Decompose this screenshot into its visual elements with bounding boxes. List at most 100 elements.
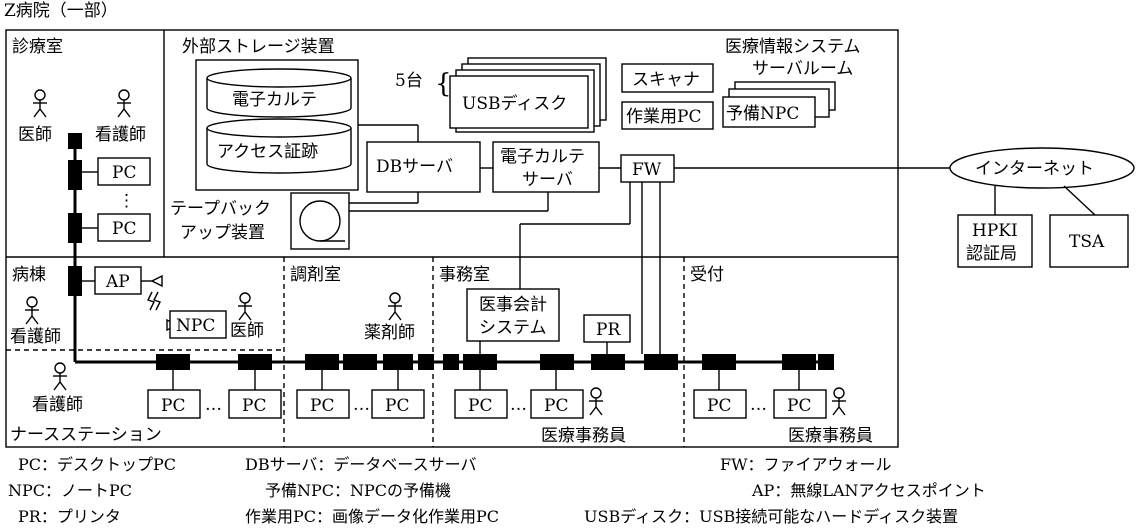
yobi-npc-box: [722, 96, 816, 128]
storage-karte: 電子カルテ: [232, 90, 317, 110]
switch-hub: [591, 354, 625, 370]
pc-box: [530, 389, 584, 419]
switch-hub: [68, 213, 82, 243]
npc-label: NPC: [176, 316, 215, 336]
usb-box: [449, 75, 589, 129]
yobi-npc-label: 予備NPC: [726, 104, 799, 124]
switch-hub: [463, 354, 497, 370]
switch-hub: [68, 266, 82, 296]
room-chozai: 調剤室: [290, 265, 341, 285]
person-icon: [25, 296, 39, 325]
label-ishi-byoto: 医師: [230, 321, 264, 341]
npc-box: [169, 310, 227, 339]
hospital-frame: [5, 29, 899, 448]
pc-box: [296, 389, 350, 419]
ekarte-label-1: 電子カルテ: [500, 147, 585, 167]
person-icon: [53, 362, 67, 391]
switch-hub: [540, 354, 574, 370]
legend: PC：デスクトップPC DBサーバ：データベースサーバ FW：ファイアウォール …: [8, 455, 986, 526]
legend-item: DBサーバ：データベースサーバ: [245, 455, 476, 474]
tsa-label: TSA: [1069, 232, 1105, 252]
label-kangoshi-byoto: 看護師: [10, 327, 61, 347]
person-icon: [589, 387, 603, 416]
room-shinryo: 診療室: [12, 37, 63, 57]
ekarte-server-box: [492, 141, 600, 193]
dots: …: [750, 395, 767, 415]
switch-hub: [418, 354, 434, 370]
pc-label: PC: [544, 396, 568, 416]
dots: …: [205, 395, 222, 415]
switch-hub: [343, 354, 377, 370]
legend-item: 予備NPC：NPCの予備機: [265, 481, 451, 500]
legend-item: AP：無線LANアクセスポイント: [751, 481, 986, 500]
switch-hub: [383, 354, 413, 370]
label-kangoshi: 看護師: [95, 125, 146, 145]
label-yakuzaishi: 薬剤師: [364, 323, 415, 343]
db-server-label: DBサーバ: [376, 157, 453, 177]
tape-label-2: アップ装置: [180, 223, 265, 243]
room-uketsuke: 受付: [690, 265, 724, 285]
switch-hub: [702, 354, 736, 370]
dots: …: [353, 395, 370, 415]
printer-box: [583, 314, 631, 343]
usb-brace: {: [435, 69, 452, 99]
dots: …: [510, 395, 527, 415]
label-jimuin-uketsuke: 医療事務員: [788, 426, 873, 446]
scanner-box: [621, 63, 714, 93]
pc-box: [693, 389, 747, 419]
antenna-icon: [150, 274, 163, 288]
hpki-label-2: 認証局: [966, 244, 1017, 264]
pc-label: PC: [385, 396, 409, 416]
legend-item: 作業用PC：画像データ化作業用PC: [245, 507, 499, 526]
switch-hub: [644, 354, 678, 370]
switch-hub: [156, 354, 190, 370]
ap-label: AP: [105, 272, 130, 292]
person-icon: [33, 89, 47, 118]
pc-label: PC: [707, 396, 731, 416]
legend-item: PC：デスクトップPC: [18, 455, 176, 474]
switch-hub: [68, 133, 82, 149]
pc-label: PC: [787, 396, 811, 416]
pc-label: PC: [112, 163, 136, 183]
iji-kaikei-box: [466, 288, 560, 342]
person-icon: [388, 292, 402, 321]
switch-hub: [818, 354, 834, 370]
pc-box: [454, 389, 508, 419]
switch-hub: [68, 160, 82, 190]
person-icon: [117, 89, 131, 118]
tsa-box: [1049, 214, 1129, 268]
diagram-title: Z病院（一部）: [4, 1, 118, 21]
pc-label: PC: [161, 396, 185, 416]
pc-label: PC: [112, 219, 136, 239]
pc-box: [773, 389, 827, 419]
switch-hub: [443, 354, 459, 370]
hpki-box: [957, 214, 1033, 268]
legend-item: USBディスク：USB接続可能なハードディスク装置: [584, 507, 958, 526]
room-server-1: 医療情報システム: [725, 37, 861, 57]
person-icon: [832, 387, 846, 416]
switch-hub: [305, 354, 339, 370]
legend-item: FW：ファイアウォール: [720, 455, 892, 474]
person-icon: [238, 292, 252, 321]
iji-label-1: 医事会計: [479, 295, 547, 315]
switch-hub: [238, 354, 272, 370]
room-nurse-station: ナースステーション: [10, 425, 162, 445]
fw-label: FW: [632, 160, 662, 180]
hpki-label-1: HPKI: [972, 221, 1018, 241]
legend-item: PR：プリンタ: [18, 507, 121, 526]
wireless-icon: [147, 291, 155, 311]
iji-label-2: システム: [479, 318, 547, 338]
usb-label: USBディスク: [462, 93, 567, 114]
storage-title: 外部ストレージ装置: [182, 37, 335, 57]
internet-cloud: [949, 147, 1135, 189]
pc-box: [97, 213, 151, 242]
usb-count: 5台: [395, 71, 423, 91]
pc-label: PC: [468, 396, 492, 416]
db-server-box: [366, 141, 481, 193]
tape-label-1: テープバック: [170, 199, 271, 219]
sagyo-pc-label: 作業用PC: [626, 107, 701, 127]
switch-hub: [782, 354, 816, 370]
room-byoto: 病棟: [12, 265, 46, 285]
room-server-2: サーバルーム: [752, 59, 853, 79]
